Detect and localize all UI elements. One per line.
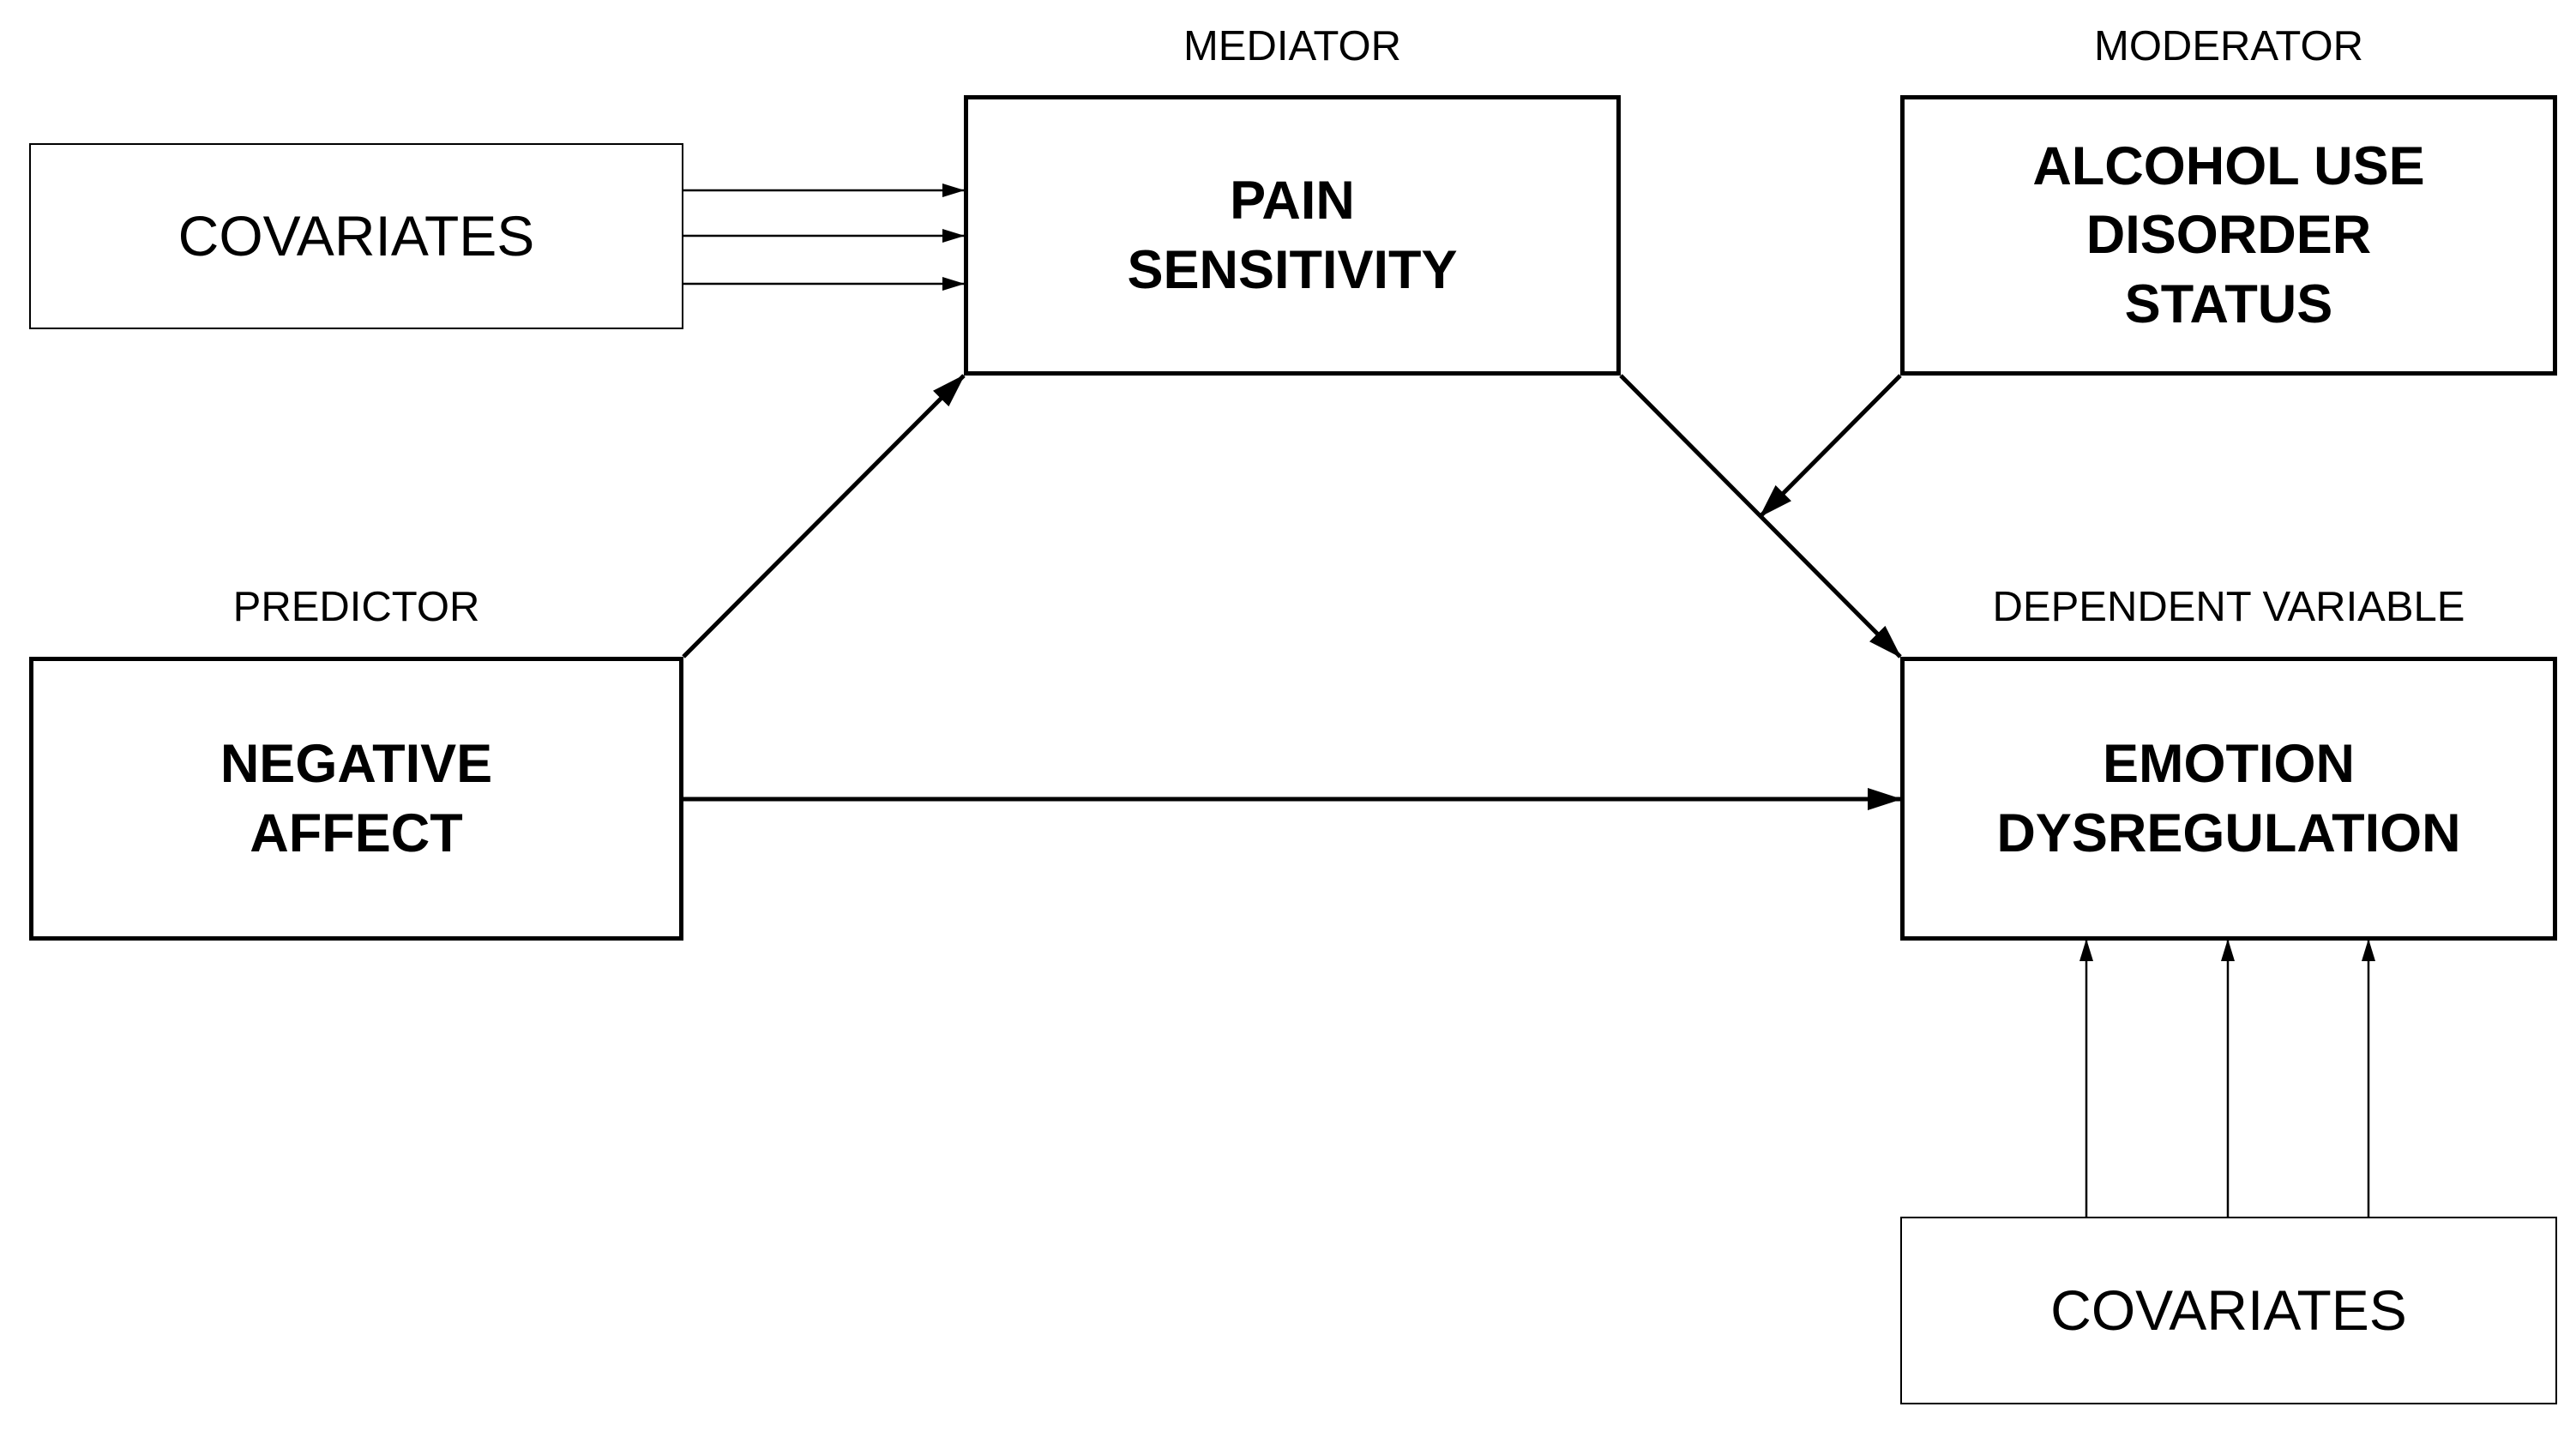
alcohol-use-line-3: STATUS <box>2124 274 2333 334</box>
emotion-dysregulation-line-1: EMOTION <box>2102 733 2355 794</box>
dependent-variable-label: DEPENDENT VARIABLE <box>1992 584 2465 630</box>
emotion-dysregulation-box: EMOTION DYSREGULATION <box>1900 657 2557 941</box>
alcohol-use-line-2: DISORDER <box>2085 205 2372 266</box>
arrow-predictor-to-mediator <box>682 374 966 658</box>
negative-affect-box: NEGATIVE AFFECT <box>29 657 683 941</box>
negative-affect-line-2: AFFECT <box>250 803 463 863</box>
negative-affect-line-1: NEGATIVE <box>220 733 493 794</box>
moderator-label: MODERATOR <box>2094 23 2363 69</box>
pain-sensitivity-line-2: SENSITIVITY <box>1127 239 1458 300</box>
arrow-moderator-to-path <box>1759 374 1902 518</box>
mediator-label: MEDIATOR <box>1183 23 1402 69</box>
pain-sensitivity-box: PAIN SENSITIVITY <box>964 95 1621 376</box>
alcohol-use-line-1: ALCOHOL USE <box>2032 135 2425 196</box>
predictor-label: PREDICTOR <box>232 584 480 630</box>
covariates-bottom-text: COVARIATES <box>2050 1278 2407 1343</box>
covariates-box-bottom: COVARIATES <box>1900 1217 2557 1404</box>
pain-sensitivity-line-1: PAIN <box>1230 170 1355 231</box>
covariates-box-top: COVARIATES <box>29 143 683 329</box>
alcohol-use-disorder-box: ALCOHOL USE DISORDER STATUS <box>1900 95 2557 376</box>
emotion-dysregulation-line-2: DYSREGULATION <box>1996 803 2461 863</box>
covariates-top-text: COVARIATES <box>178 204 535 268</box>
